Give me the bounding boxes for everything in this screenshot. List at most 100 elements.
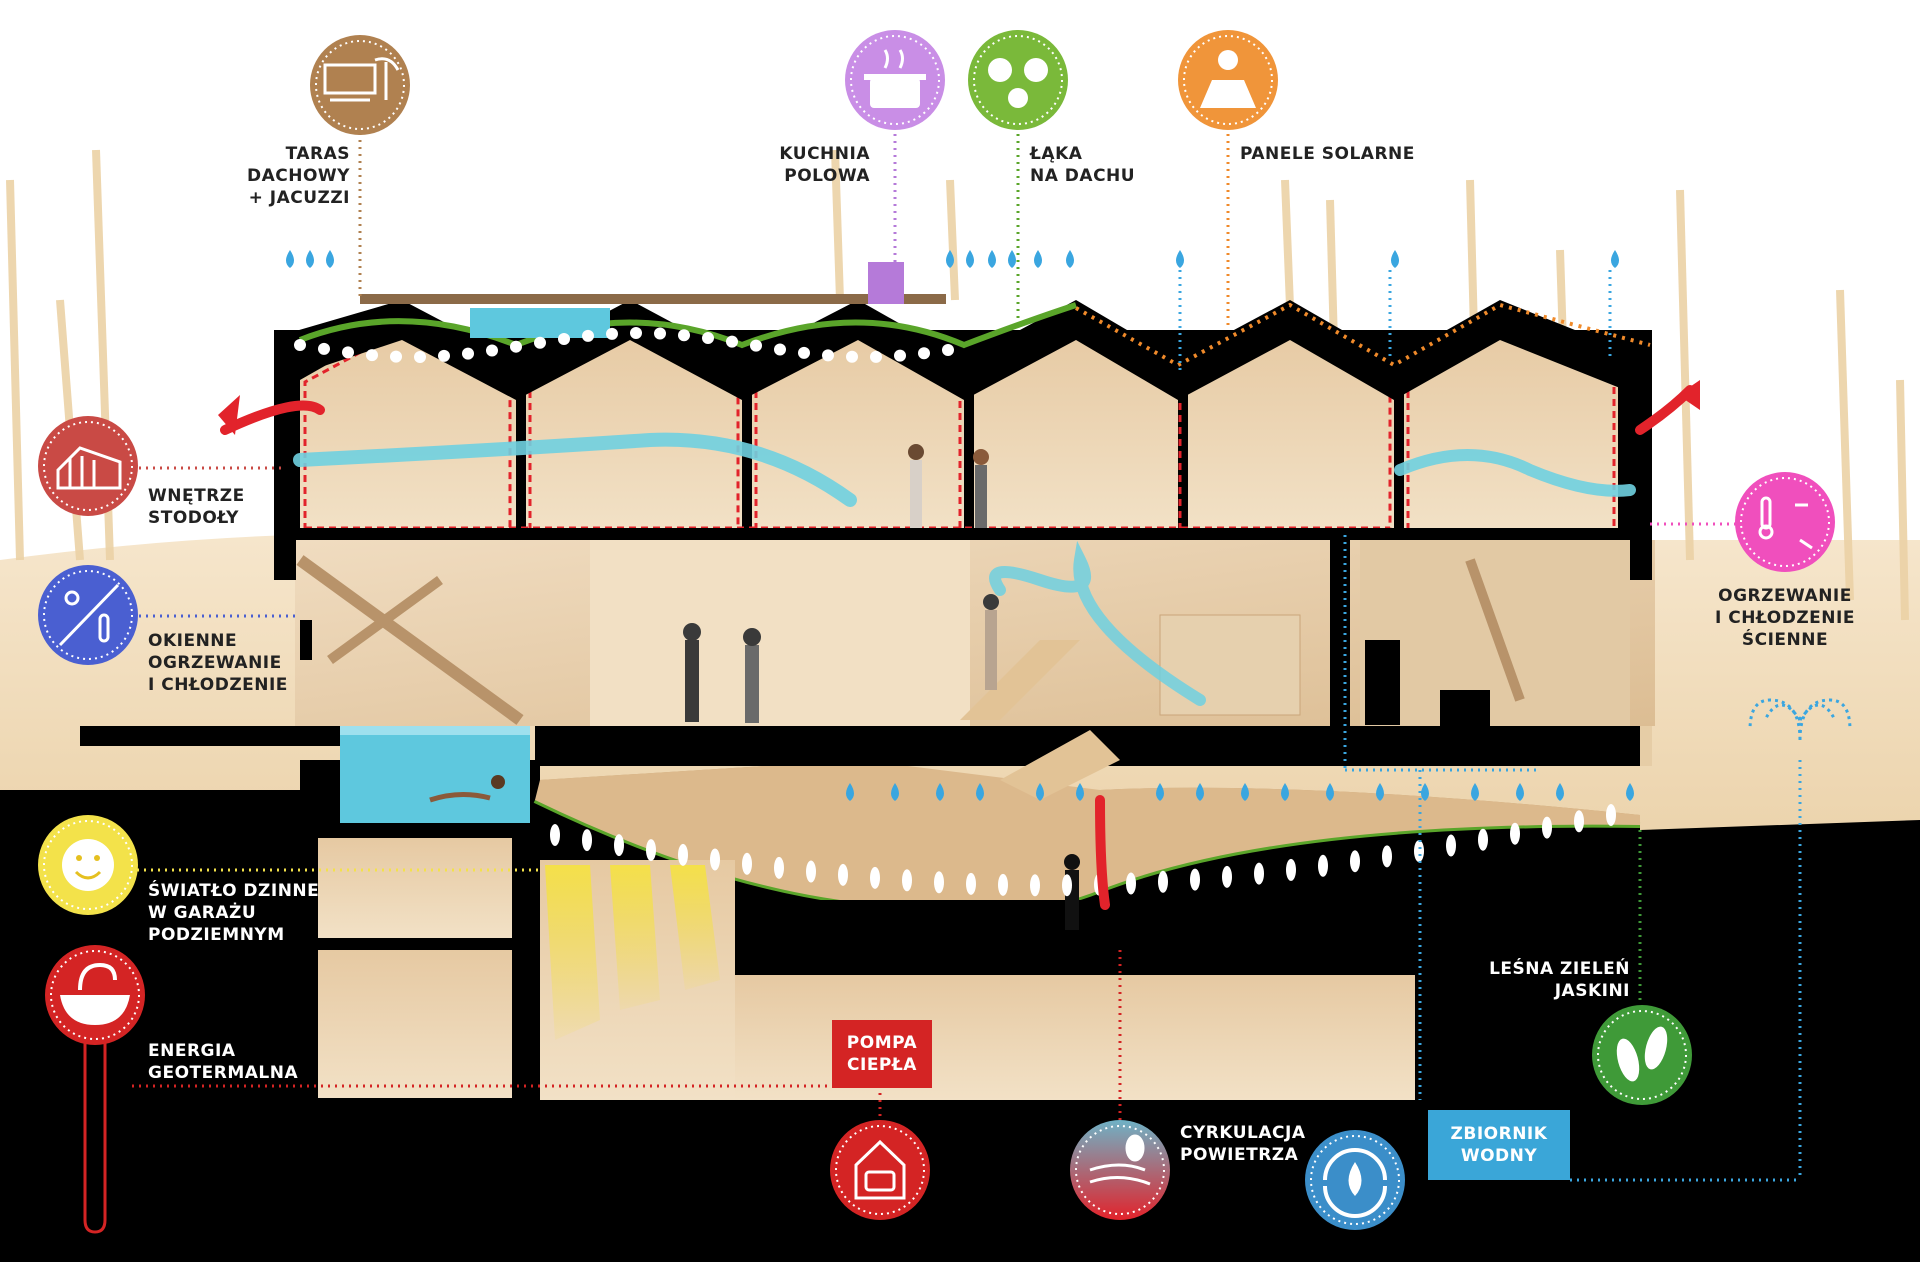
rain-drop [1516, 783, 1524, 801]
leaf-mark [1446, 834, 1456, 857]
cooking-pot-icon [864, 49, 926, 108]
rain-drop [936, 783, 944, 801]
flower-mark [534, 336, 546, 349]
leaf-mark [1414, 840, 1424, 863]
geothermal-icon [60, 962, 130, 1025]
flower-mark [798, 346, 810, 359]
icon-roof-meadow [968, 30, 1068, 130]
leaf-mark [1350, 850, 1360, 873]
flower-mark [414, 350, 426, 363]
flower-mark [582, 329, 594, 342]
roof [282, 262, 1651, 400]
daylight-garage-label: ŚWIATŁO DZINNE W GARAŻU PODZIEMNYM [148, 881, 320, 945]
leaves-icon [1616, 1026, 1668, 1082]
rain-drop [1196, 783, 1204, 801]
heat-pump-box: POMPA CIEPŁA [832, 1020, 932, 1088]
terrace-jacuzzi-icon [323, 57, 400, 102]
icon-daylight-garage [38, 815, 138, 915]
leaf-mark [1478, 828, 1488, 851]
rain-drop [1281, 783, 1289, 801]
window-heating-label: OKIENNE OGRZEWANIE I CHŁODZENIE [148, 631, 288, 695]
leaf-mark [1030, 874, 1040, 897]
leaf-mark [1126, 872, 1136, 895]
flower-mark [894, 349, 906, 362]
field-kitchen-label: KUCHNIA POLOWA [779, 144, 870, 186]
flower-mark [750, 339, 762, 352]
icon-field-kitchen [845, 30, 945, 130]
cave-greenery-label: LEŚNA ZIELEŃ JASKINI [1489, 959, 1630, 1001]
rain-drop [1391, 250, 1399, 268]
rain-drop [1626, 783, 1634, 801]
solar-panels-label: PANELE SOLARNE [1240, 144, 1415, 164]
icon-air-circulation [1070, 1120, 1170, 1220]
roof-flowers [294, 327, 954, 363]
rain-drop [1611, 250, 1619, 268]
wall-heating-label: OGRZEWANIE I CHŁODZENIE ŚCIENNE [1715, 586, 1855, 650]
leaf-mark [934, 871, 944, 894]
rain-drop [1326, 783, 1334, 801]
flower-mark [726, 335, 738, 348]
leaf-mark [806, 860, 816, 883]
icon-heat-pump [830, 1120, 930, 1220]
barn-icon [56, 446, 122, 490]
leaf-mark [742, 852, 752, 875]
geothermal-label: ENERGIA GEOTERMALNA [148, 1041, 299, 1083]
leaf-mark [710, 848, 720, 871]
leaf-mark [1222, 865, 1232, 888]
leaf-mark [1382, 845, 1392, 868]
rain-drop [1008, 250, 1016, 268]
roof-meadow-label: ŁĄKA NA DACHU [1030, 144, 1136, 186]
leaf-mark [1574, 810, 1584, 833]
icon-wall-heating [1735, 472, 1835, 572]
rain-drop [988, 250, 996, 268]
flower-mark [678, 329, 690, 342]
leaf-mark [1542, 816, 1552, 839]
rain-drop [1066, 250, 1074, 268]
smiling-sun-icon [62, 839, 114, 891]
air-circulation-label: CYRKULACJA POWIETRZA [1180, 1123, 1306, 1165]
icon-window-heating [38, 565, 138, 665]
leaf-mark [1062, 874, 1072, 897]
people [683, 444, 1080, 930]
flowers-icon [988, 58, 1048, 108]
wall-thermometer-icon [1758, 496, 1813, 550]
rain-drop [946, 250, 954, 268]
leaf-mark [1286, 858, 1296, 881]
flower-mark [342, 346, 354, 359]
leaf-mark [838, 863, 848, 886]
rain-drop [1421, 783, 1429, 801]
leaf-mark [614, 834, 624, 857]
leaf-mark [550, 824, 560, 846]
rain-drop [1376, 783, 1384, 801]
leaf-mark [998, 873, 1008, 896]
flower-mark [558, 332, 570, 345]
flower-mark [510, 340, 522, 353]
rain-drop [891, 783, 899, 801]
rain-drop [1556, 783, 1564, 801]
flower-mark [486, 344, 498, 357]
flower-mark [366, 349, 378, 362]
air-flows [218, 380, 1700, 910]
flower-mark [390, 350, 402, 363]
water-tank-box: ZBIORNIK WODNY [1428, 1110, 1570, 1180]
icon-barn-interior [38, 416, 138, 516]
rain-drop [1241, 783, 1249, 801]
roof-terrace-label: TARAS DACHOWY + JACUZZI [247, 144, 350, 208]
leaf-mark [1318, 854, 1328, 877]
rain-drop [1036, 783, 1044, 801]
rain-drop [1156, 783, 1164, 801]
leaf-mark [678, 843, 688, 866]
leaf-mark [1510, 822, 1520, 845]
barn-interior-label: WNĘTRZE STODOŁY [148, 486, 245, 528]
rain-drop [306, 250, 314, 268]
leaf-mark [870, 866, 880, 889]
icon-cave-greenery [1592, 1005, 1692, 1105]
leaf-mark [1254, 862, 1264, 885]
leaf-mark [774, 856, 784, 879]
icon-solar-panels [1178, 30, 1278, 130]
flower-mark [846, 350, 858, 363]
pool [340, 725, 530, 823]
leaf-mark [1190, 868, 1200, 891]
leaf-mark [1158, 870, 1168, 893]
